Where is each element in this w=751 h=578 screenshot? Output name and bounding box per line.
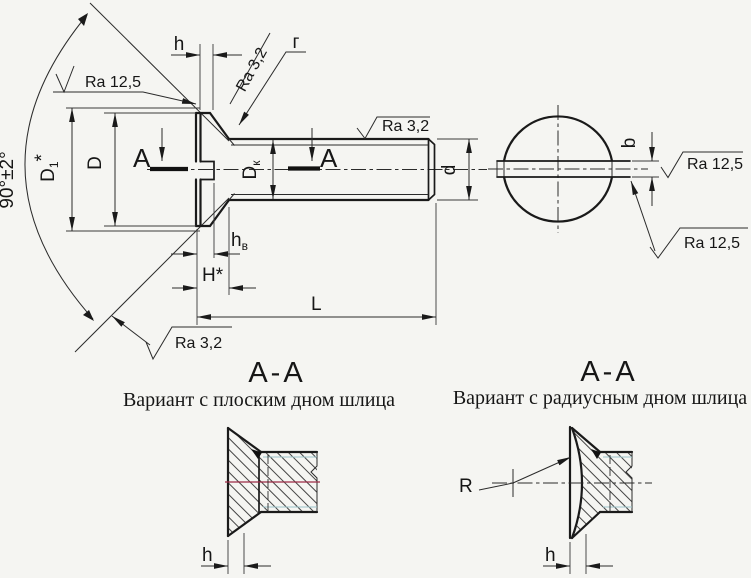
slot-edges <box>496 160 631 178</box>
angle-arc-arrow-bottom <box>83 310 94 321</box>
roughness-icon <box>356 116 430 140</box>
ra-cone-label: Ra 3,2 <box>233 45 271 95</box>
body-edges <box>598 450 634 514</box>
section-letter: A <box>133 143 151 173</box>
break-line <box>310 452 318 512</box>
section-plane-marker-left: A <box>133 128 188 173</box>
section-caption: Вариант с радиусным дном шлица <box>453 387 747 409</box>
slot-circle-intersections <box>503 161 613 177</box>
under-head-fillet <box>228 138 235 201</box>
dim-h-label: h <box>545 545 556 566</box>
section-flat-bottom: А-А Вариант с плоским дном шлица h <box>123 357 395 574</box>
ra-slot-flank-label: Ra 12,5 <box>687 156 743 173</box>
ra-face-callout: Ra 12,5 <box>53 65 197 105</box>
dia-rod-label: d <box>439 165 460 176</box>
roughness-icon <box>660 151 743 179</box>
roughness-icon <box>145 326 232 361</box>
slot-corner-fill <box>251 449 262 459</box>
section-caption: Вариант с плоским дном шлица <box>123 389 395 411</box>
head-height-label: H* <box>202 265 224 286</box>
head-circle-bottom-arc <box>502 175 614 223</box>
angle-arc <box>24 14 94 320</box>
thread-relief-lines <box>263 456 317 508</box>
dimension-D: D <box>85 112 196 227</box>
dim-h-label: h <box>174 34 185 55</box>
slot-corner-fill <box>591 449 601 459</box>
slot-inner-depth-label: hв <box>231 230 248 253</box>
slot-width-label: b <box>619 138 640 149</box>
fillet-radius-label: г <box>293 32 300 53</box>
dimension-Dk: Dк <box>240 140 276 199</box>
dimension-hv: hв <box>171 183 248 258</box>
ra-countersink-callout: Ra 3,2 <box>111 315 232 361</box>
dia-head-label: D <box>85 156 106 170</box>
cone-edges <box>570 426 602 540</box>
section-letter: A <box>320 143 338 173</box>
dim-h-label: h <box>202 545 213 566</box>
countersink-angle-label: 90°±2° <box>0 151 18 208</box>
dimension-b: b <box>619 132 659 206</box>
ra-slot-bottom-callout: Ra 12,5 <box>630 180 748 259</box>
dimension-h-flat: h <box>201 533 271 574</box>
section-title: А-А <box>248 357 305 389</box>
dimension-d: d <box>437 138 478 201</box>
main-view: 90°±2° A A <box>0 2 487 361</box>
thread-minor-lines <box>231 144 429 195</box>
ra-slot-flank-callout: Ra 12,5 <box>660 151 743 179</box>
section-title: А-А <box>580 356 637 388</box>
length-label: L <box>311 294 322 315</box>
angle-arc-arrow-top <box>78 13 88 26</box>
shaft-end-chamfer <box>427 138 436 201</box>
dimension-L: L <box>196 203 437 325</box>
section-radius-bottom: А-А Вариант с радиусным дном шлица R h <box>453 356 747 574</box>
fillet-radius-callout: г Ra 3,2 <box>229 32 306 126</box>
section-plane-marker-right: A <box>288 128 338 173</box>
break-line <box>625 452 633 512</box>
ra-countersink-label: Ra 3,2 <box>175 335 222 352</box>
ra-shaft-callout: Ra 3,2 <box>356 116 430 140</box>
dia-outer-label: D1* <box>32 153 61 181</box>
dimension-h-radius: h <box>543 534 613 574</box>
dimension-h-top: h <box>171 34 242 110</box>
front-view: b Ra 12,5 Ra 12,5 <box>488 105 748 259</box>
dia-collar-label: Dк <box>240 160 263 180</box>
ra-face-label: Ra 12,5 <box>85 74 141 91</box>
head-circle-top-arc <box>502 115 614 163</box>
roughness-icon <box>649 227 748 259</box>
slot-notch <box>199 160 215 181</box>
ra-slot-bottom-label: Ra 12,5 <box>684 235 740 252</box>
cone-extension-line-top <box>89 2 230 142</box>
cone-edges <box>226 426 263 538</box>
roughness-icon <box>55 65 75 94</box>
body-edges <box>259 450 319 514</box>
cone-extension-line-bottom <box>74 197 230 353</box>
dimension-H: H* <box>172 207 256 295</box>
ra-shaft-label: Ra 3,2 <box>382 118 429 135</box>
radius-callout: R <box>459 456 572 497</box>
screw-head-outline <box>194 111 231 228</box>
radius-label: R <box>459 476 473 497</box>
dimension-D1: D1* <box>32 107 200 232</box>
thread-relief-lines <box>603 456 632 508</box>
screw-shaft <box>227 137 436 202</box>
